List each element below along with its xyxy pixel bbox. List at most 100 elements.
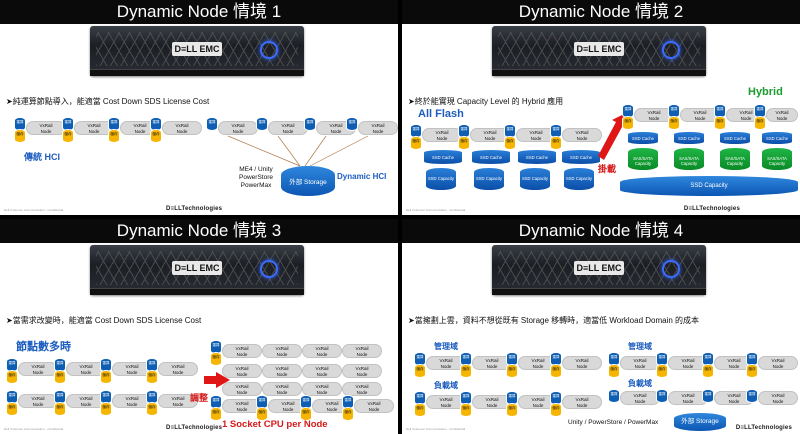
- panel-title: Dynamic Node 情境 3: [0, 219, 398, 243]
- hybrid-label: Hybrid: [748, 86, 783, 98]
- server-logo: D≡LL EMC: [574, 261, 624, 275]
- management-domain-label: 管理域: [434, 342, 458, 351]
- storage-disk-icon: 儲存: [714, 116, 726, 130]
- server-logo: D≡LL EMC: [172, 42, 222, 56]
- management-domain-label: 管理域: [628, 342, 652, 351]
- compute-disk-icon: 運算: [54, 358, 66, 372]
- storage-list: ME4 / Unity PowerStore PowerMax: [239, 166, 273, 189]
- storage-disk-icon: 儲存: [108, 129, 120, 143]
- storage-disk-icon: 儲存: [550, 136, 562, 150]
- external-storage-cylinder: 外部 Storage: [281, 166, 335, 196]
- panel-title: Dynamic Node 情境 1: [0, 0, 398, 24]
- bullet-text: 純運算節點導入，能適當 Cost Down SDS License Cost: [6, 96, 210, 107]
- compute-disk-icon: 運算: [6, 358, 18, 372]
- panel-title: Dynamic Node 情境 2: [402, 0, 800, 24]
- compute-disk-icon: 運算: [256, 117, 268, 131]
- dell-technologies-logo: D≡LLTechnologies: [166, 425, 223, 431]
- ssd-capacity-cylinder: SSD Capacity: [564, 168, 594, 190]
- panel-scenario-4: Dynamic Node 情境 4 D≡LL EMC 當擁劃上雲，資料不想從既有…: [402, 219, 800, 434]
- storage-disk-icon: 儲存: [668, 116, 680, 130]
- storage-disk-icon: 儲存: [210, 407, 222, 421]
- panel-scenario-1: Dynamic Node 情境 1 D≡LL EMC 純運算節點導入，能適當 C…: [0, 0, 398, 215]
- compute-disk-icon: 運算: [6, 390, 18, 404]
- ssd-cache-cylinder: SSD Cache: [674, 132, 704, 144]
- ssd-capacity-cylinder: SSD Capacity: [426, 168, 456, 190]
- external-storage-cylinder: 外部 Storage: [674, 413, 726, 431]
- footer-confidential: Dell Customer Communication - Confidenti…: [4, 427, 64, 431]
- server-image: D≡LL EMC: [492, 26, 706, 76]
- adjust-label: 調整: [190, 393, 209, 403]
- traditional-hci-label: 傳統 HCI: [24, 152, 61, 162]
- storage-disk-icon: 儲存: [608, 364, 620, 378]
- sas-capacity-cylinder: SAS/SATA Capacity: [720, 148, 750, 170]
- many-nodes-label: 節點數多時: [16, 341, 71, 353]
- footer-confidential: Dell Customer Communication - Confidenti…: [406, 208, 466, 212]
- sas-capacity-cylinder: SAS/SATA Capacity: [628, 148, 658, 170]
- storage-disk-icon: 儲存: [54, 402, 66, 416]
- storage-disk-icon: 儲存: [6, 402, 18, 416]
- ssd-cache-cylinder: SSD Cache: [562, 150, 600, 164]
- storage-disk-icon: 儲存: [14, 129, 26, 143]
- dynamic-hci-label: Dynamic HCI: [337, 172, 387, 181]
- compute-disk-icon: 運算: [62, 117, 74, 131]
- storage-disk-icon: 儲存: [342, 407, 354, 421]
- compute-disk-icon: 運算: [414, 352, 426, 366]
- ssd-cache-cylinder: SSD Cache: [762, 132, 792, 144]
- storage-disk-icon: 儲存: [300, 407, 312, 421]
- ssd-cache-cylinder: SSD Cache: [424, 150, 462, 164]
- compute-disk-icon: 運算: [206, 117, 218, 131]
- all-flash-label: All Flash: [418, 108, 464, 120]
- bullet-text: 終於能實現 Capacity Level 的 Hybrid 應用: [408, 96, 563, 107]
- storage-disk-icon: 儲存: [702, 364, 714, 378]
- sas-capacity-cylinder: SAS/SATA Capacity: [674, 148, 704, 170]
- storage-disk-icon: 儲存: [100, 370, 112, 384]
- panel-scenario-2: Dynamic Node 情境 2 D≡LL EMC 終於能實現 Capacit…: [402, 0, 800, 215]
- compute-disk-icon: 運算: [54, 390, 66, 404]
- storage-disk-icon: 儲存: [6, 370, 18, 384]
- server-image: D≡LL EMC: [492, 245, 706, 295]
- compute-disk-icon: 運算: [304, 117, 316, 131]
- footer-confidential: Dell Customer Communication - Confidenti…: [406, 427, 466, 431]
- storage-disk-icon: 儲存: [460, 403, 472, 417]
- storage-disk-icon: 儲存: [410, 136, 422, 150]
- bullet-text: 當擁劃上雲，資料不想從既有 Storage 移轉時，適當低 Workload D…: [408, 315, 699, 326]
- server-led-icon: [662, 41, 680, 59]
- bullet-text: 當需求改變時，能適當 Cost Down SDS License Cost: [6, 315, 202, 326]
- storage-disk-icon: 儲存: [458, 136, 470, 150]
- compute-disk-icon: 運算: [146, 358, 158, 372]
- ssd-cache-cylinder: SSD Cache: [720, 132, 750, 144]
- ssd-capacity-cylinder: SSD Capacity: [520, 168, 550, 190]
- storage-disk-icon: 儲存: [460, 364, 472, 378]
- ssd-cache-cylinder: SSD Cache: [628, 132, 658, 144]
- dell-technologies-logo: D≡LLTechnologies: [683, 206, 740, 212]
- server-led-icon: [662, 260, 680, 278]
